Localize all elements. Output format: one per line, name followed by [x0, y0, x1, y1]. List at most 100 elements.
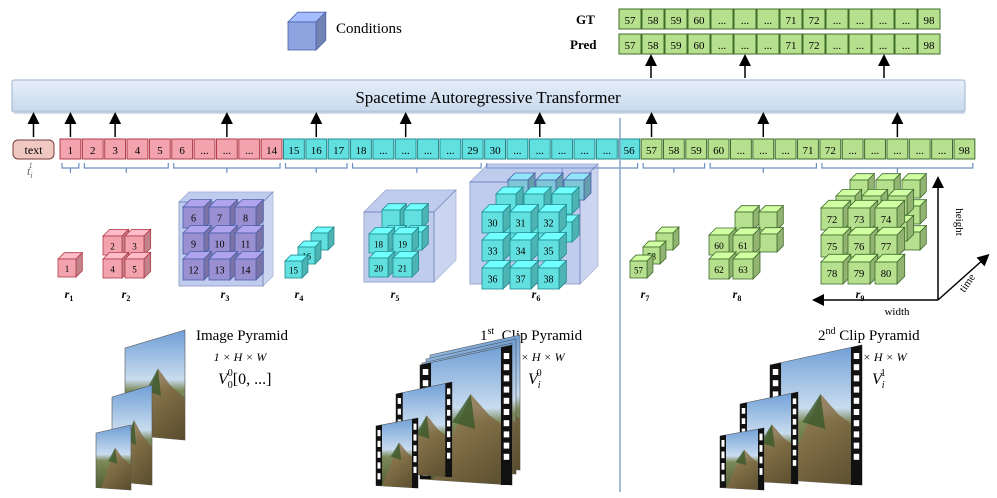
svg-text:...: ...	[759, 145, 768, 157]
image-pyramid-dims: 1 × H × W	[214, 350, 268, 364]
svg-text:77: 77	[881, 242, 892, 253]
svg-text:...: ...	[737, 145, 746, 157]
svg-text:8: 8	[243, 214, 248, 225]
token: ...	[551, 138, 574, 160]
scale-bracket	[61, 163, 80, 173]
pred-cell: ...	[894, 33, 918, 55]
clip2-film-small	[720, 428, 764, 490]
svg-text:12: 12	[188, 266, 198, 277]
token: ...	[595, 138, 618, 160]
svg-text:...: ...	[879, 15, 888, 27]
pred-cell: 60	[687, 33, 711, 55]
svg-text:59: 59	[691, 145, 703, 157]
token: ...	[394, 138, 417, 160]
svg-text:98: 98	[959, 145, 971, 157]
r8-cube: 63	[732, 251, 761, 280]
r4-cube: 15	[284, 254, 309, 279]
svg-text:60: 60	[714, 241, 724, 252]
gt-cell: 71	[779, 8, 803, 30]
token: ...	[774, 138, 797, 160]
token: ...	[215, 138, 238, 160]
token: 15	[283, 138, 305, 160]
svg-text:59: 59	[671, 40, 683, 52]
r5-cube: 21	[392, 250, 420, 278]
svg-text:17: 17	[333, 145, 345, 157]
scale-label: r1	[65, 287, 74, 303]
svg-text:76: 76	[854, 242, 865, 253]
r3-cube: 8	[234, 198, 265, 229]
svg-text:80: 80	[881, 269, 892, 280]
image-pyramid-caption: Image Pyramid 1 × H × W V00[0, ...]	[196, 328, 289, 391]
svg-text:...: ...	[849, 145, 858, 157]
svg-text:75: 75	[827, 242, 838, 253]
svg-text:...: ...	[580, 145, 589, 157]
r6-cube: 38	[537, 259, 568, 290]
r6-cube: 32	[537, 203, 568, 234]
pred-cell: ...	[733, 33, 757, 55]
transformer-block: Spacetime Autoregressive Transformer	[11, 79, 966, 114]
svg-text:71: 71	[786, 15, 797, 27]
svg-text:11: 11	[241, 240, 251, 251]
r8-cube: 61	[732, 227, 761, 256]
svg-text:60: 60	[694, 15, 706, 27]
r7-cube: 57	[629, 254, 654, 279]
svg-text:21: 21	[398, 264, 407, 274]
condition-cube	[287, 11, 327, 51]
condition-cube-icon	[287, 11, 327, 51]
svg-text:...: ...	[558, 145, 567, 157]
svg-text:...: ...	[879, 40, 888, 52]
svg-text:...: ...	[379, 145, 388, 157]
svg-text:57: 57	[625, 15, 637, 27]
svg-text:34: 34	[515, 247, 525, 258]
token: ...	[730, 138, 752, 160]
pred-cell: ...	[756, 33, 780, 55]
r9-cube: 80	[874, 253, 906, 285]
image-pyramid-photos	[95, 329, 186, 491]
svg-text:72: 72	[809, 40, 820, 52]
scale-bracket	[284, 163, 348, 173]
svg-text:5: 5	[132, 265, 137, 275]
r6-cube: 33	[481, 231, 512, 262]
image-pyramid-title: Image Pyramid	[196, 328, 289, 344]
token: ...	[372, 138, 395, 160]
token: ...	[506, 138, 529, 160]
token: 98	[953, 138, 976, 160]
scale-label: r5	[391, 287, 400, 303]
svg-text:30: 30	[487, 219, 497, 230]
clip1-film-small	[376, 418, 418, 488]
scale-label: r7	[641, 287, 650, 303]
gt-cell: ...	[710, 8, 734, 30]
svg-text:15: 15	[289, 266, 299, 276]
input-arrows	[27, 112, 904, 137]
r3-cube: 11	[234, 224, 265, 255]
gt-cell: ...	[825, 8, 849, 30]
svg-text:...: ...	[536, 145, 545, 157]
pred-cell: 98	[917, 33, 941, 55]
scale-label: r3	[221, 287, 230, 303]
r3-cube: 10	[208, 224, 239, 255]
token: 56	[618, 138, 641, 160]
r6-cube: 34	[509, 231, 540, 262]
svg-text:79: 79	[854, 269, 865, 280]
r3-cube: 14	[234, 250, 265, 281]
svg-text:1: 1	[68, 145, 74, 157]
scale-label: r6	[532, 287, 541, 303]
r1-cube: 1	[57, 251, 84, 278]
pred-cell: ...	[848, 33, 872, 55]
scale-label: r8	[733, 287, 742, 303]
svg-text:58: 58	[648, 40, 660, 52]
scale-cubes: 1r12345r267891011121314r31615r418192021r…	[57, 163, 928, 303]
svg-text:32: 32	[543, 219, 553, 230]
svg-text:36: 36	[487, 275, 497, 286]
r3-cube: 9	[182, 224, 213, 255]
svg-text:2: 2	[110, 242, 115, 252]
svg-text:...: ...	[402, 145, 411, 157]
r6-cube: 37	[509, 259, 540, 290]
r6-cube-mid	[523, 186, 552, 215]
pred-cell: 72	[802, 33, 826, 55]
svg-text:72: 72	[809, 15, 820, 27]
token: ...	[931, 138, 954, 160]
svg-text:98: 98	[924, 15, 936, 27]
